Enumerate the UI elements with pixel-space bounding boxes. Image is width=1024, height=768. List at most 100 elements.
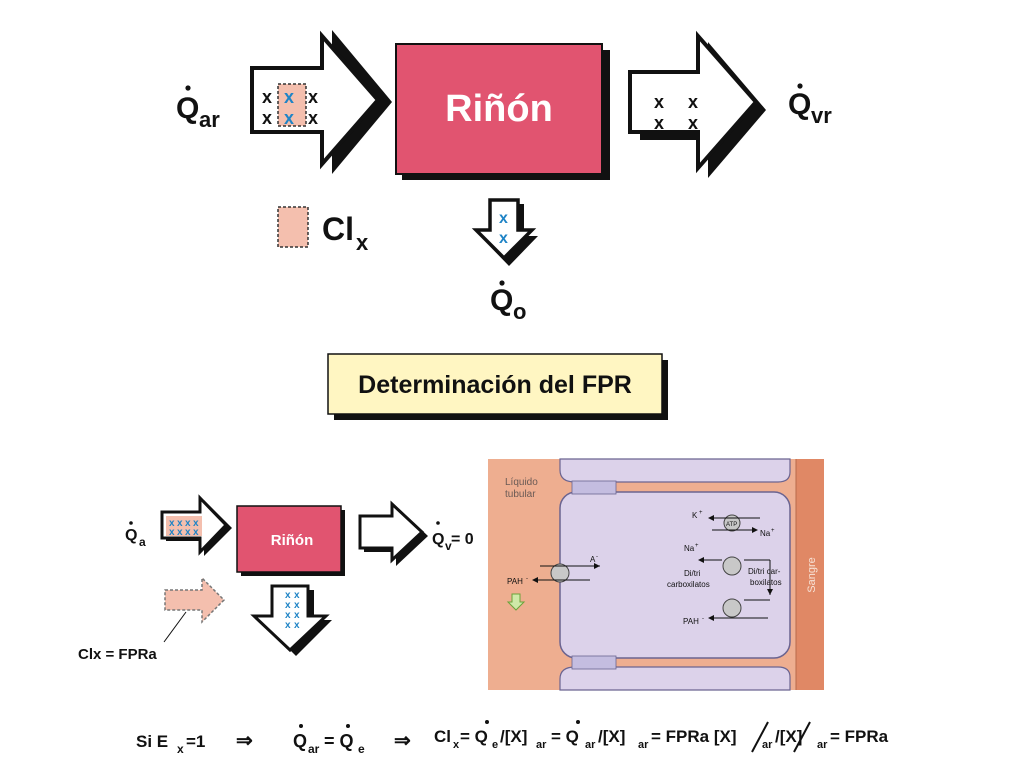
svg-text:x: x xyxy=(499,230,508,247)
svg-text:x: x xyxy=(285,590,291,601)
svg-text:x: x xyxy=(453,739,460,751)
svg-text:x: x xyxy=(294,610,300,621)
svg-text:x: x xyxy=(356,230,369,255)
svg-text:x: x xyxy=(688,92,698,112)
svg-text:x: x xyxy=(285,610,291,621)
svg-text:Q: Q xyxy=(432,531,444,548)
svg-text:x: x xyxy=(284,108,294,128)
svg-text:A: A xyxy=(590,555,596,564)
svg-text:x: x xyxy=(688,113,698,133)
svg-text:= Q: = Q xyxy=(551,727,579,746)
svg-text:-: - xyxy=(526,576,528,582)
clx-arrow-bottom xyxy=(164,576,226,624)
svg-text:ATP: ATP xyxy=(726,522,737,528)
outflow-markers: x x x x xyxy=(654,92,698,133)
svg-text:vr: vr xyxy=(811,103,832,128)
svg-text:ar: ar xyxy=(199,107,220,132)
equation-line: Si E x =1 ⇒ Q ar = Q e ⇒ Cl x = Q e /[X]… xyxy=(136,720,889,756)
q-vr-label: Q vr xyxy=(788,83,832,128)
tubular-cell-diagram: Líquido tubular Sangre A - PAH - ATP K +… xyxy=(488,458,824,691)
svg-text:Cl: Cl xyxy=(434,727,451,746)
svg-text:x: x xyxy=(499,210,508,227)
svg-text:ar: ar xyxy=(817,739,828,751)
kidney-label-top: Riñón xyxy=(445,88,553,130)
outflow-arrow-top: x x x x xyxy=(628,30,766,178)
svg-text:-: - xyxy=(596,554,598,560)
svg-text:PAH: PAH xyxy=(507,577,523,586)
svg-text:x: x xyxy=(169,527,175,538)
cancel-stroke-1 xyxy=(751,721,769,753)
svg-text:+: + xyxy=(771,528,775,534)
inflow-arrow-top: x x x x x x xyxy=(250,30,392,174)
svg-text:e: e xyxy=(492,739,498,751)
svg-text:Na: Na xyxy=(760,529,771,538)
svg-text:carboxilatos: carboxilatos xyxy=(667,580,710,589)
svg-text:Líquido: Líquido xyxy=(505,477,538,488)
svg-text:x: x xyxy=(294,600,300,611)
svg-text:ar: ar xyxy=(536,739,547,751)
cancel-stroke-2 xyxy=(793,721,811,753)
svg-text:/[X]: /[X] xyxy=(500,727,527,746)
svg-text:x: x xyxy=(284,87,294,107)
svg-text:+: + xyxy=(699,510,703,516)
svg-text:boxilatos: boxilatos xyxy=(750,578,782,587)
svg-text:x: x xyxy=(169,518,175,529)
svg-text:x: x xyxy=(262,87,272,107)
svg-text:= FPRa: = FPRa xyxy=(830,727,889,746)
svg-text:Q: Q xyxy=(293,731,307,751)
inflow-markers: x x x x x x xyxy=(262,87,318,128)
svg-text:⇒: ⇒ xyxy=(394,730,411,752)
svg-text:v: v xyxy=(445,539,452,553)
svg-text:tubular: tubular xyxy=(505,489,536,500)
urine-arrow-top: x x xyxy=(471,198,538,266)
svg-text:Sangre: Sangre xyxy=(806,557,818,592)
svg-text:= FPRa [X]: = FPRa [X] xyxy=(651,727,737,746)
svg-text:Si E: Si E xyxy=(136,732,168,751)
svg-text:x: x xyxy=(285,600,291,611)
blood-region xyxy=(796,459,824,690)
svg-text:+: + xyxy=(695,543,699,549)
svg-text:Na: Na xyxy=(684,544,695,553)
svg-text:x: x xyxy=(193,527,199,538)
clearance-legend: Cl x xyxy=(277,206,369,255)
title-text: Determinación del FPR xyxy=(358,371,632,399)
svg-text:x: x xyxy=(262,108,272,128)
svg-text:= 0: = 0 xyxy=(451,531,474,548)
clx-leader-line xyxy=(163,611,187,643)
svg-text:ar: ar xyxy=(762,739,773,751)
svg-text:x: x xyxy=(185,518,191,529)
q-a-label: Q a xyxy=(125,521,146,549)
clx-label: Clx = FPRa xyxy=(78,646,157,663)
svg-text:a: a xyxy=(139,535,146,549)
svg-text:x: x xyxy=(308,108,318,128)
q-o-label: Q o xyxy=(490,280,526,324)
title-box: Determinación del FPR xyxy=(327,353,668,420)
svg-text:x: x xyxy=(654,113,664,133)
svg-text:ar: ar xyxy=(585,739,596,751)
svg-text:K: K xyxy=(692,511,698,520)
svg-text:Di/tri car-: Di/tri car- xyxy=(748,567,781,576)
svg-text:/[X]: /[X] xyxy=(775,727,802,746)
svg-text:x: x xyxy=(177,742,184,756)
svg-text:x: x xyxy=(285,620,291,631)
q-v-label: Q v = 0 xyxy=(432,521,474,553)
svg-text:ar: ar xyxy=(638,739,649,751)
svg-text:ar: ar xyxy=(308,742,320,756)
svg-text:x: x xyxy=(654,92,664,112)
svg-text:x: x xyxy=(177,518,183,529)
svg-text:o: o xyxy=(513,299,526,324)
kidney-box-top: Riñón xyxy=(395,43,610,180)
svg-text:x: x xyxy=(294,620,300,631)
clearance-strip-top xyxy=(277,83,307,127)
svg-text:x: x xyxy=(294,590,300,601)
kidney-box-bottom: Riñón xyxy=(236,505,345,576)
outflow-arrow-bottom xyxy=(358,500,428,566)
svg-text:/[X]: /[X] xyxy=(598,727,625,746)
svg-text:PAH: PAH xyxy=(683,617,699,626)
svg-text:x: x xyxy=(193,518,199,529)
